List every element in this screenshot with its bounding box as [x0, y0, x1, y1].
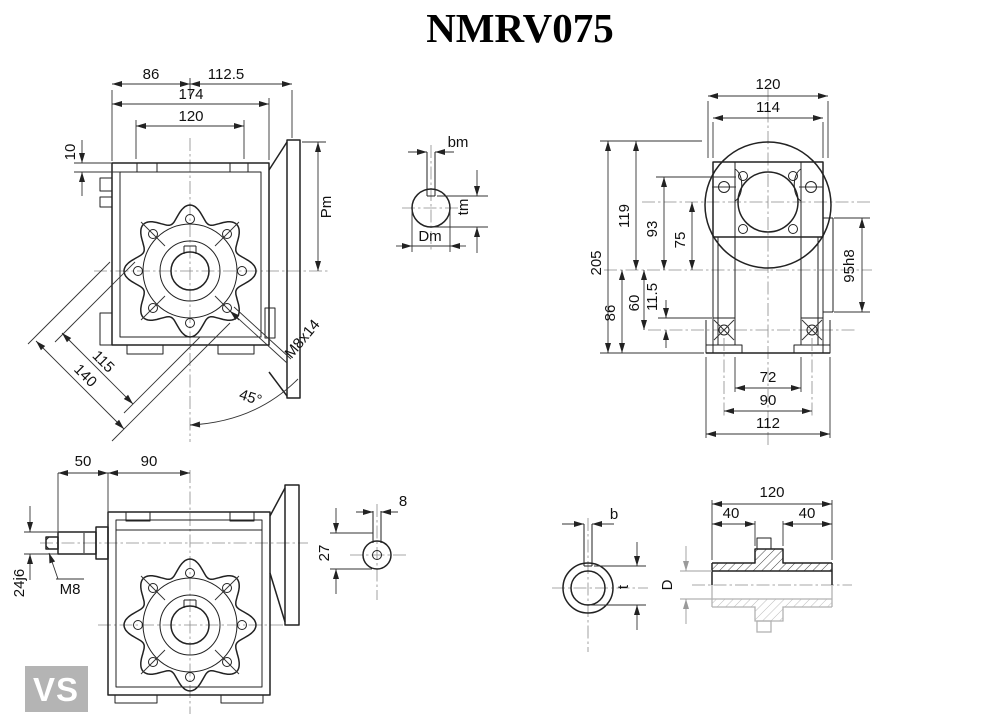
dim-50: 50 [75, 453, 92, 470]
dim-8: 8 [399, 493, 407, 510]
motor-shaft-detail: bm tm Dm [396, 134, 488, 253]
dim-119: 119 [616, 204, 633, 228]
dim-86-side: 86 [602, 305, 619, 322]
dim-pm: Pm [318, 196, 335, 219]
dim-tm: tm [455, 199, 472, 216]
dim-60: 60 [626, 295, 643, 312]
dim-95h8: 95h8 [841, 249, 858, 282]
dim-m8: M8 [60, 581, 81, 598]
dim-75: 75 [672, 232, 689, 249]
dim-b: b [610, 506, 618, 523]
dim-t: t [615, 584, 632, 589]
dim-112: 112 [756, 415, 780, 432]
output-bore-detail: b t [552, 506, 648, 652]
dim-174: 174 [178, 86, 203, 103]
dim-120-shaft: 120 [759, 484, 784, 501]
motor-flange-bell-2 [269, 484, 300, 626]
dim-90-side: 90 [760, 392, 777, 409]
logo-text: VS [33, 671, 79, 708]
dim-bm: bm [448, 134, 469, 151]
logo: VS [25, 666, 88, 712]
dim-112-5: 112.5 [208, 66, 244, 83]
logo-badge [25, 666, 88, 712]
dim-dm: Dm [418, 228, 441, 245]
input-shaft-detail: 8 27 [316, 493, 407, 600]
dim-205: 205 [588, 250, 605, 275]
hollow-shaft-dimensions: 120 40 40 D [659, 484, 833, 624]
dim-120: 120 [178, 108, 203, 125]
dim-72: 72 [760, 369, 777, 386]
input-side-view: 50 90 24j6 M8 VS [11, 453, 308, 714]
section-hatch [712, 563, 755, 571]
dim-120-top: 120 [755, 76, 780, 93]
side-dimensions: 120 114 205 119 93 75 86 60 11.5 95h8 72… [588, 76, 870, 438]
dim-10: 10 [62, 144, 79, 161]
dim-86: 86 [143, 66, 160, 83]
input-dimensions: 50 90 24j6 M8 [11, 453, 190, 598]
dim-11-5: 11.5 [644, 283, 661, 311]
dim-93: 93 [644, 221, 661, 238]
flange-holes [712, 171, 823, 234]
input-shaft [45, 526, 109, 560]
dim-D: D [659, 579, 676, 590]
flange-bolt-holes [133, 214, 247, 328]
dim-m8x14: M8x14 [282, 316, 324, 361]
hollow-shaft-section: 120 40 40 D [659, 484, 852, 633]
output-flange-outline [123, 204, 257, 338]
dim-40-right: 40 [799, 505, 816, 522]
page-title: NMRV075 [426, 5, 614, 51]
side-rails [705, 217, 834, 354]
dim-90-input: 90 [141, 453, 158, 470]
dim-27: 27 [316, 545, 333, 562]
side-view: 120 114 205 119 93 75 86 60 11.5 95h8 72… [588, 76, 872, 448]
front-view: 86 112.5 174 120 10 Pm 115 140 45° M8x14 [27, 66, 335, 442]
flange-bolt-holes-2 [133, 568, 247, 682]
dim-24j6: 24j6 [11, 569, 28, 597]
dim-40-left: 40 [723, 505, 740, 522]
dim-45deg: 45° [237, 386, 264, 409]
output-flange-outline-2 [123, 558, 257, 692]
dim-114: 114 [756, 99, 780, 116]
